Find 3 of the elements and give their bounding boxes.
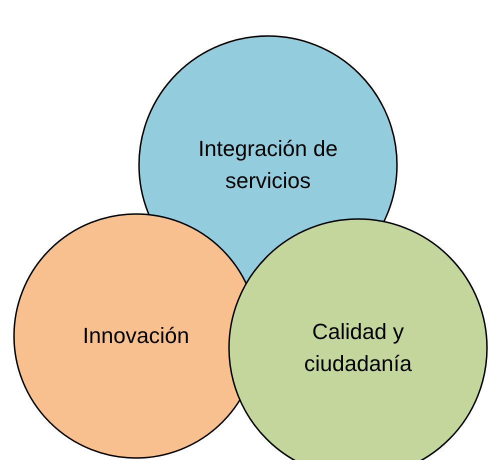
circle-label: Integración de servicios <box>197 135 339 195</box>
circle-label: Calidad y ciudadanía <box>303 318 413 378</box>
circle-label: Innovación <box>82 322 190 350</box>
